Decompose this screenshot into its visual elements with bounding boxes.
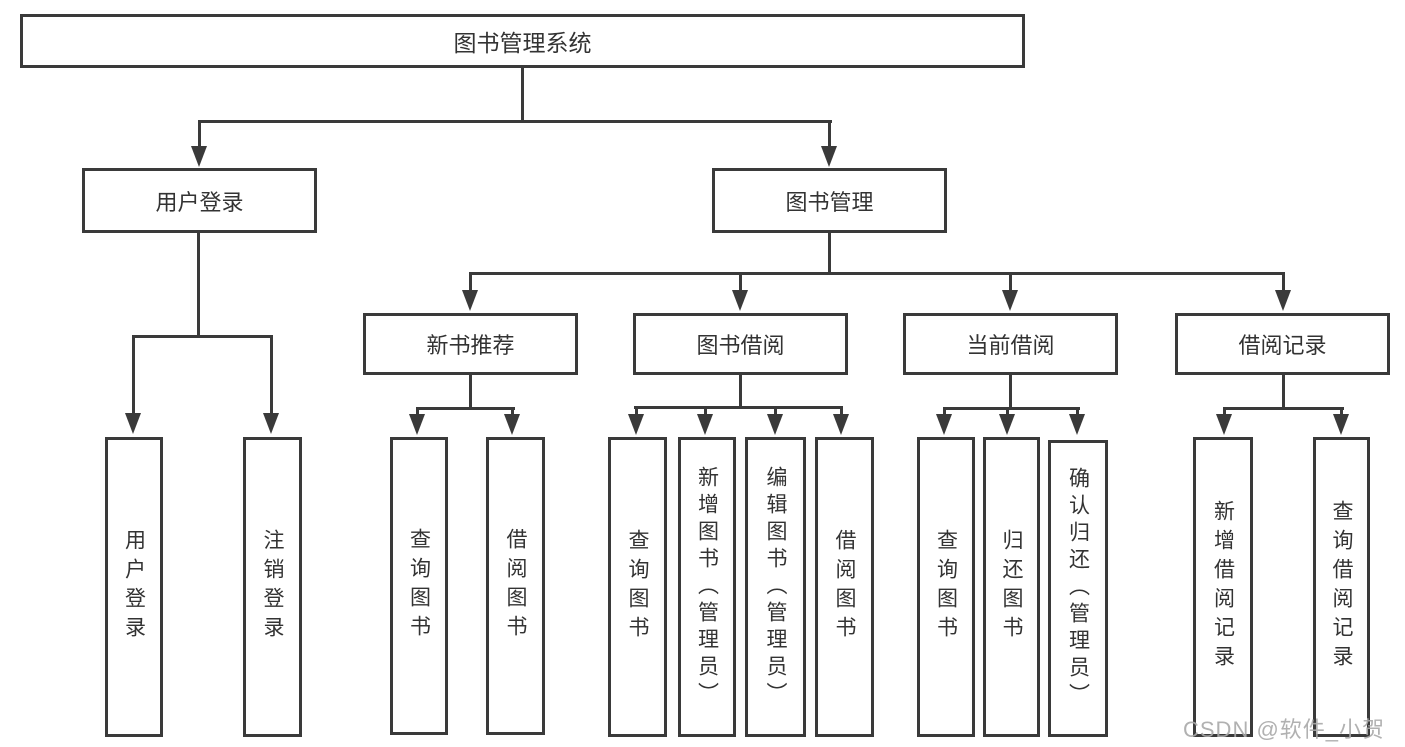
leaf-add-borrow-record: 新增借阅记录: [1193, 437, 1253, 737]
node-book-management-label: 图书管理: [785, 189, 874, 215]
connector-login-rail: [132, 335, 273, 338]
connector-login-leaf1-drop: [132, 335, 135, 415]
connector-current-leaf1-drop: [943, 407, 946, 416]
connector-current-drop: [1009, 272, 1012, 292]
arrowhead-borrow-leaf3: [767, 414, 783, 435]
leaf-recommend-query-books: 查询图书: [390, 437, 448, 735]
leaf-user-login-label: 用户登录: [122, 529, 146, 645]
connector-records-rail: [1223, 407, 1344, 410]
connector-current-leaf2-drop: [1006, 407, 1009, 416]
connector-records-leaf1-drop: [1223, 407, 1226, 416]
connector-borrow-leaf2-drop: [704, 406, 707, 416]
node-new-book-recommend: 新书推荐: [363, 313, 578, 375]
leaf-recommend-borrow-books: 借阅图书: [486, 437, 545, 735]
node-user-login: 用户登录: [82, 168, 317, 233]
leaf-borrow-books-label: 借阅图书: [833, 529, 856, 645]
leaf-add-books-admin-label: 新增图书（管理员）: [695, 465, 719, 709]
arrowhead-login-leaf2: [263, 413, 279, 434]
leaf-current-query-books: 查询图书: [917, 437, 975, 737]
connector-records-leaf2-drop: [1340, 407, 1343, 416]
leaf-return-books-label: 归还图书: [1000, 529, 1023, 645]
arrowhead-recommend-leaf1: [409, 414, 425, 435]
connector-current-rail: [943, 407, 1080, 410]
arrowhead-records-leaf2: [1333, 414, 1349, 435]
connector-recommend-stem: [469, 375, 472, 410]
leaf-recommend-query-books-label: 查询图书: [407, 528, 431, 644]
connector-borrow-leaf1-drop: [635, 406, 638, 416]
connector-borrow-leaf3-drop: [774, 406, 777, 416]
leaf-borrow-books: 借阅图书: [815, 437, 874, 737]
leaf-edit-books-admin-label: 编辑图书（管理员）: [764, 465, 787, 709]
node-current-borrow: 当前借阅: [903, 313, 1118, 375]
connector-mgmt-stem: [828, 233, 831, 274]
node-borrow-records: 借阅记录: [1175, 313, 1390, 375]
arrowhead-current: [1002, 290, 1018, 311]
connector-recommend-leaf1-drop: [416, 407, 419, 416]
arrowhead-recommend: [462, 290, 478, 311]
arrowhead-mgmt: [821, 146, 837, 167]
arrowhead-recommend-leaf2: [504, 414, 520, 435]
leaf-add-borrow-record-label: 新增借阅记录: [1211, 500, 1235, 674]
connector-login-leaf2-drop: [270, 335, 273, 415]
connector-current-leaf3-drop: [1076, 407, 1079, 416]
arrowhead-login-leaf1: [125, 413, 141, 434]
connector-records-stem: [1282, 375, 1285, 410]
arrowhead-borrow-leaf2: [697, 414, 713, 435]
leaf-query-borrow-record-label: 查询借阅记录: [1330, 500, 1353, 674]
connector-borrow-leaf4-drop: [840, 406, 843, 416]
arrowhead-current-leaf3: [1069, 414, 1085, 435]
leaf-logout: 注销登录: [243, 437, 302, 737]
connector-recommend-rail: [416, 407, 515, 410]
connector-borrow-stem: [739, 375, 742, 409]
connector-level3-rail: [469, 272, 1285, 275]
connector-login-stem: [197, 233, 200, 337]
leaf-borrow-query-books-label: 查询图书: [626, 529, 649, 645]
connector-records-drop: [1282, 272, 1285, 292]
leaf-confirm-return-admin-label: 确认归还（管理员）: [1066, 467, 1090, 710]
arrowhead-records-leaf1: [1216, 414, 1232, 435]
leaf-borrow-query-books: 查询图书: [608, 437, 667, 737]
leaf-query-borrow-record: 查询借阅记录: [1313, 437, 1370, 737]
node-book-management: 图书管理: [712, 168, 947, 233]
connector-mgmt-drop: [828, 120, 831, 148]
arrowhead-current-leaf2: [999, 414, 1015, 435]
connector-borrow-drop: [739, 272, 742, 292]
arrowhead-borrow-leaf4: [833, 414, 849, 435]
node-root: 图书管理系统: [20, 14, 1025, 68]
arrowhead-records: [1275, 290, 1291, 311]
connector-login-drop: [198, 120, 201, 148]
node-borrow-records-label: 借阅记录: [1238, 333, 1327, 358]
node-book-borrow-label: 图书借阅: [696, 333, 785, 358]
node-new-book-recommend-label: 新书推荐: [426, 333, 515, 358]
connector-borrow-rail: [634, 406, 843, 409]
leaf-recommend-borrow-books-label: 借阅图书: [504, 528, 527, 644]
leaf-user-login: 用户登录: [105, 437, 163, 737]
arrowhead-current-leaf1: [936, 414, 952, 435]
leaf-current-query-books-label: 查询图书: [934, 529, 958, 645]
connector-recommend-leaf2-drop: [511, 407, 514, 416]
connector-current-stem: [1009, 375, 1012, 410]
node-root-label: 图书管理系统: [453, 30, 592, 56]
leaf-return-books: 归还图书: [983, 437, 1040, 737]
leaf-add-books-admin: 新增图书（管理员）: [678, 437, 736, 737]
leaf-logout-label: 注销登录: [261, 529, 284, 645]
node-book-borrow: 图书借阅: [633, 313, 848, 375]
leaf-confirm-return-admin: 确认归还（管理员）: [1048, 440, 1108, 737]
arrowhead-login: [191, 146, 207, 167]
connector-root-stem: [521, 68, 524, 123]
leaf-edit-books-admin: 编辑图书（管理员）: [745, 437, 806, 737]
node-current-borrow-label: 当前借阅: [966, 333, 1055, 358]
node-user-login-label: 用户登录: [155, 189, 244, 215]
arrowhead-borrow-leaf1: [628, 414, 644, 435]
connector-level2-rail: [198, 120, 832, 123]
watermark: CSDN @软件_小贺同学: [1183, 717, 1386, 742]
arrowhead-borrow: [732, 290, 748, 311]
connector-recommend-drop: [469, 272, 472, 292]
